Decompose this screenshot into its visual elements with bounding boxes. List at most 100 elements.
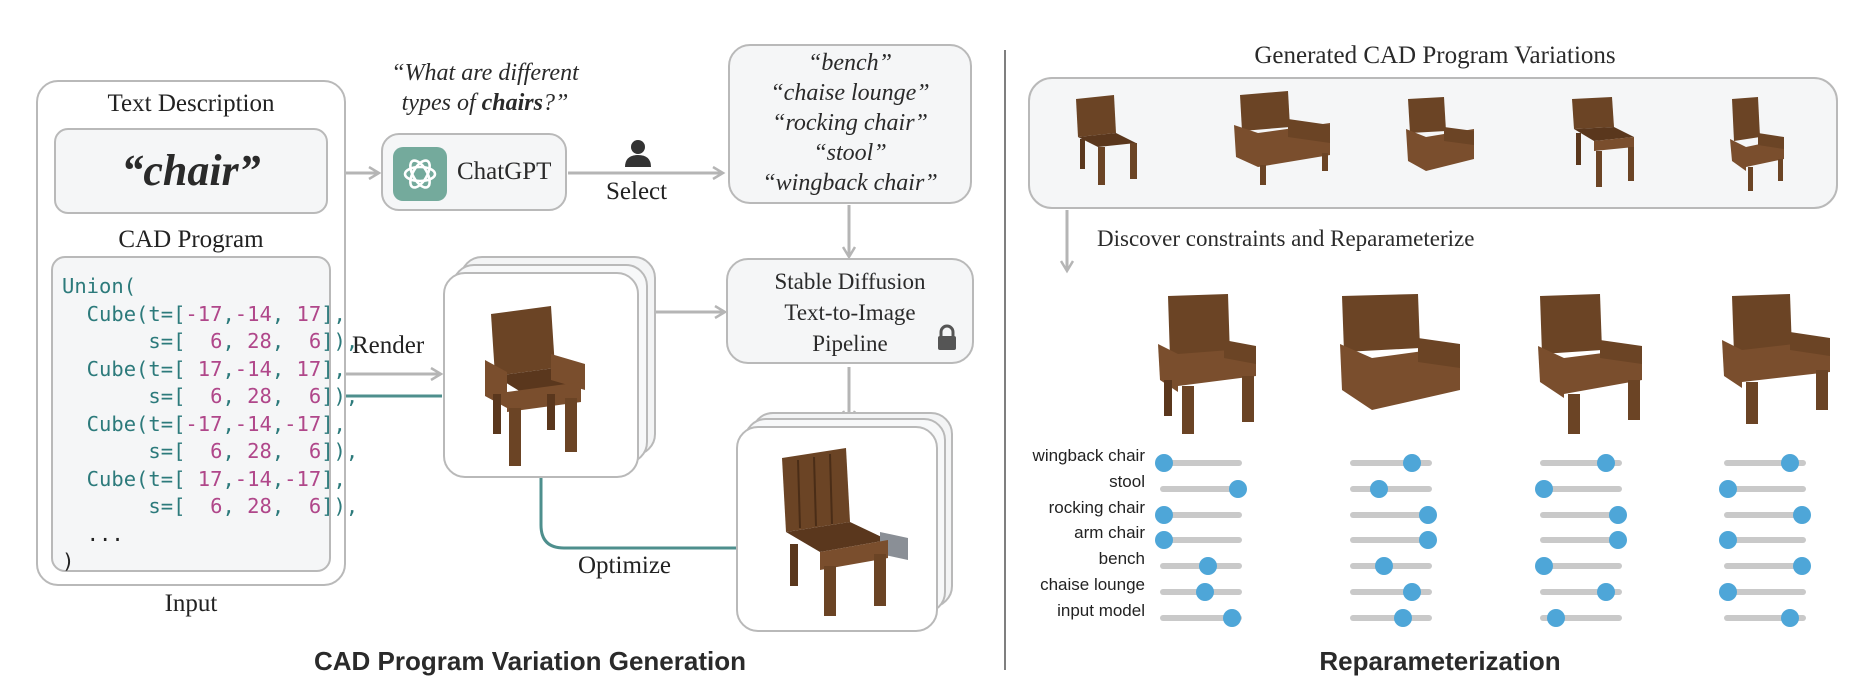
variation-chair-3 [1406, 97, 1474, 171]
code-token: -14 [234, 301, 272, 326]
slider-knob[interactable] [1155, 505, 1174, 524]
code-token: -17 [185, 411, 223, 436]
slider-knob[interactable] [1228, 479, 1247, 498]
code-token: -14 [234, 356, 272, 381]
slider-track[interactable] [1350, 479, 1432, 498]
slider-knob[interactable] [1369, 479, 1388, 498]
slider-knob[interactable] [1198, 557, 1217, 576]
answer-item: “stool” [813, 140, 887, 166]
answers-list: “bench”“chaise lounge”“rocking chair”“st… [730, 46, 970, 198]
slider-knob[interactable] [1418, 505, 1437, 524]
code-token: -14 [234, 466, 272, 491]
code-token: ]), [321, 384, 359, 408]
code-token: , [271, 439, 309, 463]
slider-knob[interactable] [1223, 608, 1242, 627]
code-token: ], [321, 466, 346, 491]
slider-track[interactable] [1155, 531, 1242, 550]
slider-track[interactable] [1540, 454, 1622, 472]
slider-track[interactable] [1155, 505, 1242, 524]
slider-knob[interactable] [1596, 454, 1615, 472]
slider-knob[interactable] [1719, 479, 1738, 498]
code-token: ]), [321, 439, 359, 463]
slider-knob[interactable] [1792, 557, 1811, 576]
slider-track[interactable] [1724, 505, 1811, 524]
slider-label: input model [1057, 600, 1145, 620]
render-preview [443, 272, 639, 478]
slider-track[interactable] [1724, 454, 1806, 472]
reparam-chair-4 [1722, 294, 1830, 424]
slider-track[interactable] [1540, 531, 1627, 550]
slider-track[interactable] [1160, 479, 1247, 498]
slider-knob[interactable] [1792, 505, 1811, 524]
slider-knob[interactable] [1596, 583, 1615, 601]
slider-knob[interactable] [1375, 557, 1394, 576]
code-token: Union( [62, 274, 137, 298]
code-token: 6 [308, 329, 322, 353]
reparam-chair-2 [1340, 294, 1460, 410]
slider-track[interactable] [1719, 479, 1806, 498]
slider-track[interactable] [1350, 583, 1432, 601]
sd-generated-chair-image [782, 448, 908, 616]
slider-track[interactable] [1155, 454, 1242, 472]
code-token: 28 [247, 494, 272, 518]
slider-track[interactable] [1724, 557, 1811, 576]
code-token: 6 [210, 329, 223, 353]
slider-track[interactable] [1160, 583, 1242, 601]
slider-track[interactable] [1350, 531, 1437, 550]
code-token: 17 [197, 466, 223, 491]
slider-knob[interactable] [1608, 505, 1627, 524]
slider-knob[interactable] [1155, 454, 1174, 472]
slider-track[interactable] [1350, 454, 1432, 472]
chatgpt-label: ChatGPT [457, 158, 552, 185]
code-token: 28 [247, 384, 272, 408]
optimize-label: Optimize [578, 552, 672, 579]
code-token: , [271, 356, 297, 381]
slider-knob[interactable] [1608, 531, 1627, 550]
slider-track[interactable] [1540, 608, 1622, 627]
slider-track[interactable] [1350, 557, 1432, 576]
slider-track[interactable] [1160, 557, 1242, 576]
slider-knob[interactable] [1402, 454, 1421, 472]
slider-knob[interactable] [1547, 608, 1566, 627]
variation-chair-5 [1730, 97, 1784, 191]
slider-track[interactable] [1540, 583, 1622, 601]
slider-knob[interactable] [1402, 583, 1421, 601]
slider-track[interactable] [1350, 505, 1437, 524]
reparam-chair-3 [1538, 294, 1642, 434]
slider-track[interactable] [1724, 608, 1806, 627]
slider-knob[interactable] [1780, 454, 1799, 472]
code-token: 6 [210, 494, 223, 518]
slider-track[interactable] [1719, 583, 1806, 601]
answer-item: “bench” [808, 50, 892, 76]
slider-knob[interactable] [1719, 583, 1738, 601]
code-token: s=[ [62, 384, 211, 408]
slider-knob[interactable] [1719, 531, 1738, 550]
cad-program-code-box: Union( Cube(t=[-17,-14, 17], s=[ 6, 28, … [51, 256, 358, 573]
code-token: , [271, 329, 309, 353]
code-token: -17 [284, 411, 322, 436]
slider-knob[interactable] [1196, 583, 1215, 601]
slider-knob[interactable] [1780, 608, 1799, 627]
question-keyword: chairs [481, 90, 543, 116]
text-description-title: Text Description [107, 90, 275, 117]
code-token: 17 [296, 356, 322, 381]
slider-knob[interactable] [1155, 531, 1174, 550]
reparam-chair-1 [1158, 294, 1256, 434]
slider-knob[interactable] [1535, 557, 1554, 576]
slider-track[interactable] [1540, 505, 1627, 524]
code-token: 6 [210, 384, 223, 408]
code-token: -17 [284, 466, 322, 491]
slider-knob[interactable] [1418, 531, 1437, 550]
slider-knob[interactable] [1394, 608, 1413, 627]
code-token: ... [62, 521, 124, 546]
right-section-title: Reparameterization [1319, 646, 1561, 676]
slider-track[interactable] [1535, 479, 1622, 498]
code-token: 6 [308, 494, 322, 518]
slider-track[interactable] [1535, 557, 1622, 576]
slider-knob[interactable] [1535, 479, 1554, 498]
slider-track[interactable] [1350, 608, 1432, 627]
slider-track[interactable] [1719, 531, 1806, 550]
slider-track[interactable] [1160, 608, 1242, 627]
code-token: Cube(t=[ [62, 411, 186, 436]
